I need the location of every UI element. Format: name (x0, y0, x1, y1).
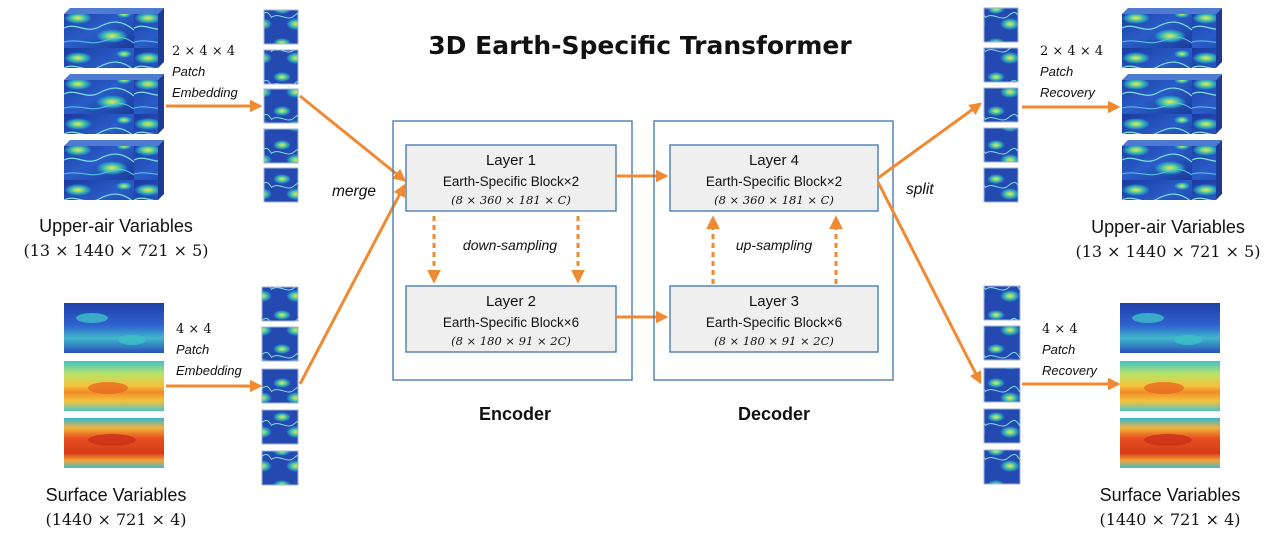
upper-air-patch-tokens (263, 9, 299, 203)
layer-4-title: Layer 4 (749, 152, 799, 169)
layer-1-dims: (8 × 360 × 181 × C) (451, 193, 571, 207)
input-surface-patch-dim: 4 × 4 (176, 322, 212, 337)
layer-3-block: Earth-Specific Block×6 (706, 315, 842, 330)
output-surface-patch-tokens (983, 285, 1021, 485)
merge-label: merge (332, 183, 376, 200)
encoder-label: Encoder (479, 404, 551, 424)
surface-patch-tokens (261, 286, 299, 486)
output-surface-name: Surface Variables (1100, 485, 1241, 505)
layer-1-title: Layer 1 (486, 152, 536, 169)
split-arrow-surface (876, 181, 982, 385)
input-upper-patch-dim: 2 × 4 × 4 (172, 44, 235, 59)
input-upper-air-name: Upper-air Variables (39, 216, 193, 236)
output-surface-patch-dim: 4 × 4 (1042, 322, 1078, 337)
layer-1-block: Earth-Specific Block×2 (443, 174, 579, 189)
input-surface-dims: (1440 × 721 × 4) (45, 510, 186, 529)
merge-arrow-upper (299, 94, 406, 182)
output-upper-patch-word: Patch (1040, 64, 1073, 79)
layer-1-box: Layer 1 Earth-Specific Block×2 (8 × 360 … (405, 144, 617, 212)
output-upper-air-dims: (13 × 1440 × 721 × 5) (1075, 242, 1260, 261)
layer-2-title: Layer 2 (486, 293, 536, 310)
input-surface-name: Surface Variables (46, 485, 187, 505)
layer-3-dims: (8 × 180 × 91 × 2C) (714, 334, 834, 348)
layer-2-dims: (8 × 180 × 91 × 2C) (451, 334, 571, 348)
down-sampling-label: down-sampling (463, 237, 557, 253)
layer-4-dims: (8 × 360 × 181 × C) (714, 193, 834, 207)
output-upper-air-name: Upper-air Variables (1091, 217, 1245, 237)
input-upper-air-dims: (13 × 1440 × 721 × 5) (23, 241, 208, 260)
output-upper-air-patch-tokens (983, 7, 1019, 203)
surface-input-maps (64, 303, 164, 468)
input-upper-patch-embedding: Embedding (172, 85, 239, 100)
split-arrow-upper (877, 102, 983, 180)
layer-2-block: Earth-Specific Block×6 (443, 315, 579, 330)
input-surface-patch-word: Patch (176, 342, 209, 357)
up-sampling-label: up-sampling (736, 237, 812, 253)
layer-4-box: Layer 4 Earth-Specific Block×2 (8 × 360 … (669, 144, 879, 212)
encoder-box (392, 120, 633, 381)
output-surface-patch-word: Patch (1042, 342, 1075, 357)
layer-3-box: Layer 3 Earth-Specific Block×6 (8 × 180 … (669, 285, 879, 353)
output-surface-patch-recovery: Recovery (1042, 363, 1098, 378)
output-upper-patch-recovery: Recovery (1040, 85, 1096, 100)
layer-2-box: Layer 2 Earth-Specific Block×6 (8 × 180 … (405, 285, 617, 353)
upper-air-input-cubes (64, 8, 164, 200)
input-surface-patch-embedding: Embedding (176, 363, 243, 378)
output-upper-patch-dim: 2 × 4 × 4 (1040, 44, 1103, 59)
diagram-title: 3D Earth-Specific Transformer (428, 31, 852, 60)
split-label: split (906, 181, 934, 198)
upper-air-output-cubes (1122, 8, 1222, 200)
merge-arrow-surface (298, 183, 406, 385)
layer-3-title: Layer 3 (749, 293, 799, 310)
decoder-label: Decoder (738, 404, 810, 424)
layer-4-block: Earth-Specific Block×2 (706, 174, 842, 189)
input-upper-patch-word: Patch (172, 64, 205, 79)
decoder-box (653, 120, 894, 381)
surface-output-maps (1120, 303, 1220, 468)
output-surface-dims: (1440 × 721 × 4) (1099, 510, 1240, 529)
